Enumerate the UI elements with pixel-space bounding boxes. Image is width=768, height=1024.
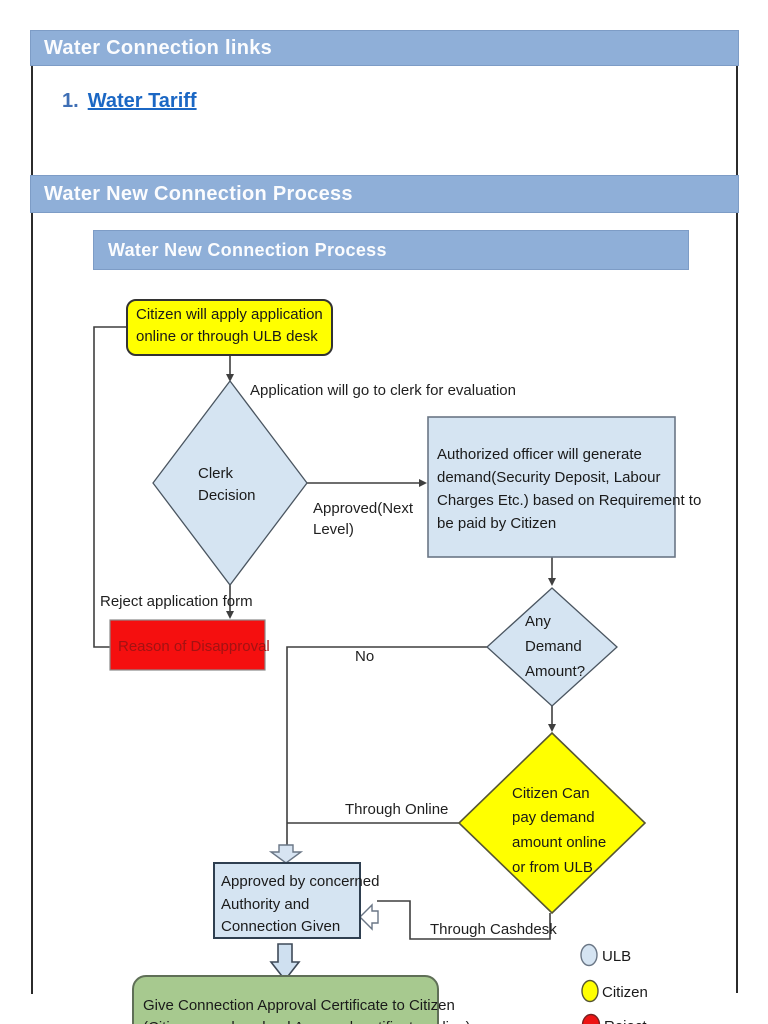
label-through-cashdesk: Through Cashdesk: [430, 921, 557, 938]
page-border-left: [31, 65, 33, 994]
node-apply-application: [126, 299, 333, 356]
node-clerk-decision: [152, 379, 308, 587]
block-arrow-down-small-icon: [268, 844, 304, 864]
node-apply-line2: online or through ULB desk: [136, 328, 318, 345]
node-certificate-line1: Give Connection Approval Certificate to …: [143, 997, 455, 1014]
node-clerk-line1: Clerk: [198, 465, 234, 482]
node-reason-text: Reason of Disapproval: [118, 638, 270, 655]
node-approved-line3: Connection Given: [221, 918, 340, 935]
node-certificate-line2: (Citizen can download Approval certifica…: [143, 1019, 471, 1024]
edge-no-path: [286, 646, 487, 845]
label-approved-next-line2: Level): [313, 521, 354, 538]
edge-through-cashdesk: [377, 900, 551, 940]
node-authorized-line4: be paid by Citizen: [437, 515, 556, 532]
node-approved-line2: Authority and: [221, 896, 309, 913]
arrowhead-authorized-to-anydemand: [548, 578, 556, 586]
node-authorized-line2: demand(Security Deposit, Labour: [437, 469, 660, 486]
arrowhead-anydemand-to-pay: [548, 724, 556, 732]
node-pay-line4: or from ULB: [512, 859, 593, 876]
node-certificate: [132, 975, 439, 1024]
node-pay-line2: pay demand: [512, 809, 595, 826]
legend-ulb-label: ULB: [602, 948, 631, 965]
arrowhead-clerk-to-reason: [226, 611, 234, 619]
section-header-water-new-connection-process: Water New Connection Process: [30, 175, 739, 213]
section-header-water-connection-links: Water Connection links: [30, 30, 739, 66]
node-any-demand-line2: Demand: [525, 638, 582, 655]
legend-citizen-icon: [581, 979, 599, 1003]
node-pay-line3: amount online: [512, 834, 606, 851]
arrowhead-clerk-to-authorized: [419, 479, 427, 487]
node-clerk-line2: Decision: [198, 487, 256, 504]
node-approved-line1: Approved by concerned: [221, 873, 379, 890]
node-authorized-line1: Authorized officer will generate: [437, 446, 642, 463]
node-authorized-line3: Charges Etc.) based on Requirement to: [437, 492, 701, 509]
legend-reject-icon: [581, 1013, 601, 1024]
flowchart-title-bar: Water New Connection Process: [93, 230, 689, 270]
label-reject-application: Reject application form: [100, 593, 253, 610]
legend-reject-label: Reject: [604, 1018, 647, 1024]
node-pay-line1: Citizen Can: [512, 785, 590, 802]
legend-citizen-label: Citizen: [602, 984, 648, 1001]
node-authorized-officer: [427, 416, 676, 558]
page-border-right: [736, 65, 738, 993]
node-any-demand-line3: Amount?: [525, 663, 585, 680]
section-header-text: Water New Connection Process: [44, 182, 353, 205]
list-item-water-tariff: 1. Water Tariff: [62, 90, 197, 113]
label-through-online: Through Online: [345, 801, 448, 818]
legend-ulb-icon: [580, 943, 598, 967]
label-no: No: [355, 648, 374, 665]
label-approved-next-line1: Approved(Next: [313, 500, 414, 517]
node-citizen-pay: [457, 731, 647, 915]
flowchart-title-text: Water New Connection Process: [108, 239, 387, 260]
water-tariff-link[interactable]: Water Tariff: [87, 90, 197, 112]
node-reason-disapproval: [109, 619, 266, 671]
block-arrow-down-large-icon: [269, 943, 301, 982]
arrowhead-apply-to-clerk: [226, 374, 234, 382]
edge-feedback-loop: [93, 326, 127, 648]
node-any-demand-line1: Any: [525, 613, 551, 630]
label-evaluation: Application will go to clerk for evaluat…: [250, 382, 516, 399]
list-number: 1.: [62, 90, 79, 112]
node-approved-authority: [213, 862, 361, 939]
node-any-demand: [486, 587, 618, 707]
block-arrow-left-icon: [359, 903, 379, 931]
section-header-text: Water Connection links: [44, 36, 273, 59]
node-apply-line1: Citizen will apply application: [136, 306, 323, 323]
